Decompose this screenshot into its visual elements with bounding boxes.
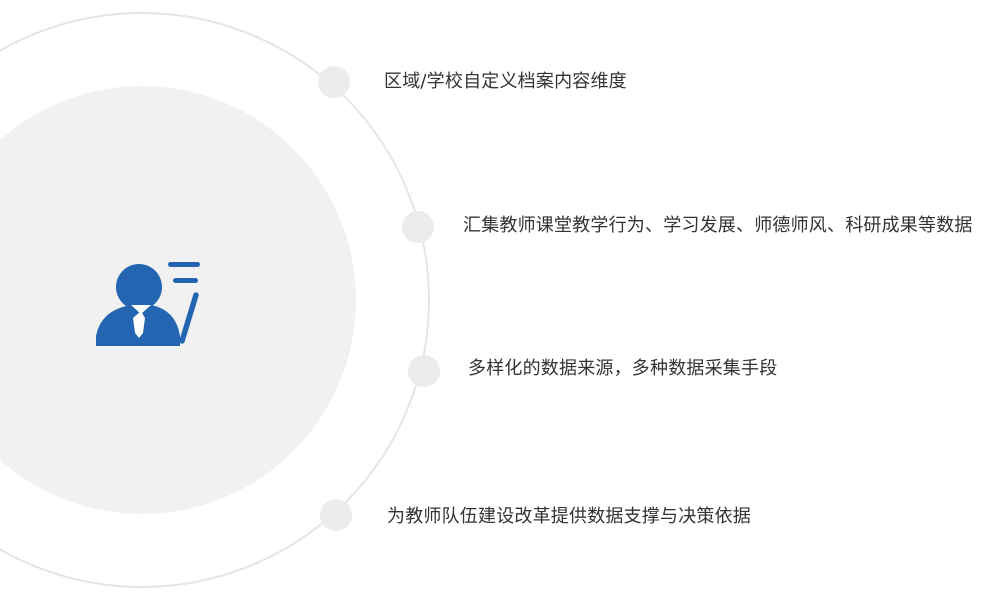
pen-stroke: [179, 292, 199, 344]
feature-label-1: 区域/学校自定义档案内容维度: [384, 71, 627, 92]
orbit-ring: [0, 12, 430, 588]
doc-line-2: [173, 278, 198, 283]
person-head: [116, 264, 162, 310]
node-dot-3: [408, 355, 440, 387]
person-tie: [133, 311, 145, 338]
feature-label-4: 为教师队伍建设改革提供数据支撑与决策依据: [387, 506, 751, 527]
person-collar: [131, 305, 151, 314]
teacher-profile-icon: [96, 262, 200, 346]
node-dot-1: [318, 66, 350, 98]
feature-label-2: 汇集教师课堂教学行为、学习发展、师德师风、科研成果等数据: [463, 215, 973, 236]
node-dot-4: [320, 499, 352, 531]
doc-line-1: [168, 262, 200, 267]
feature-label-3: 多样化的数据来源，多种数据采集手段: [468, 358, 778, 379]
center-disc: [0, 86, 356, 514]
node-dot-2: [402, 211, 434, 243]
